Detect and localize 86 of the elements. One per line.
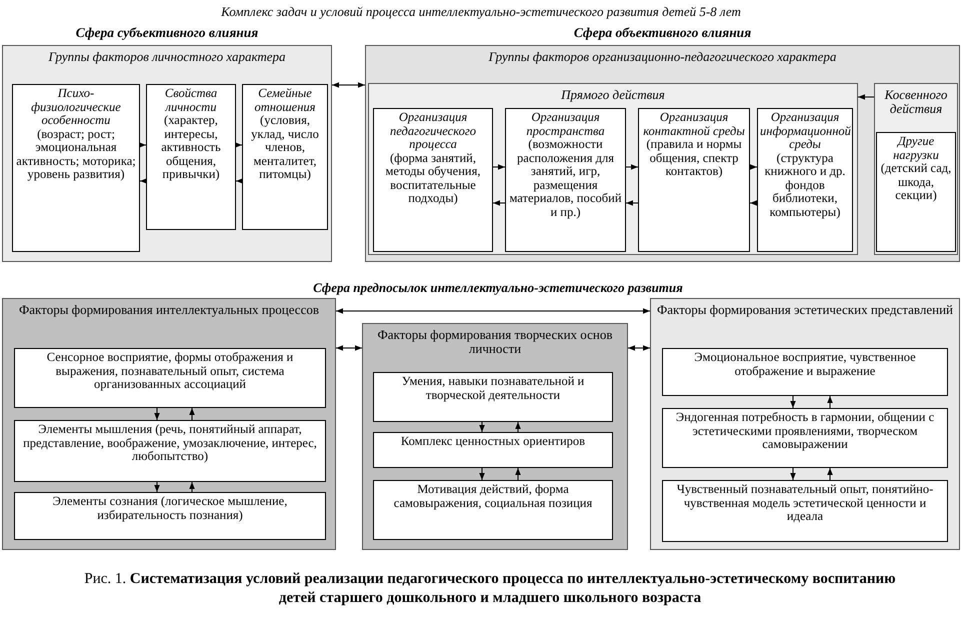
group-panel xyxy=(362,323,628,550)
box-heading: Организация пространства xyxy=(525,111,606,138)
factor-box xyxy=(14,420,326,482)
factor-box xyxy=(242,84,328,230)
arrow xyxy=(189,482,195,492)
factor-box xyxy=(662,480,948,542)
box-text: Чувственный познавательный опыт, понятийно-чувственная модель эстетической ценности и идеала xyxy=(676,483,934,524)
arrow xyxy=(827,396,833,408)
arrow xyxy=(626,164,638,170)
figure-caption: Рис. 1. Систематизация условий реализации педагогического процесса по интеллектуально-эстетическому воспитанию детей старшего дошкольного и младшего школьного возраста xyxy=(83,570,897,608)
group-title: Факторы формирования эстетических представлений xyxy=(656,301,954,317)
arrow xyxy=(790,396,796,408)
box-text: (возраст; рост; эмоциональная активность; моторика; уровень развития) xyxy=(15,128,137,182)
factor-box xyxy=(12,84,140,252)
arrow xyxy=(154,408,160,420)
box-heading: Семейные отношения xyxy=(254,87,316,114)
box-heading: Свойства личности xyxy=(164,87,218,114)
arrow xyxy=(827,468,833,480)
box-text: Элементы сознания (логическое мышление, избирательность познания) xyxy=(52,495,288,522)
box-text: Эндогенная потребность в гармонии, общении с эстетическими проявлениями, творческом самовыражении xyxy=(674,411,936,452)
sphere-heading: Сфера объективного влияния xyxy=(572,25,752,41)
group-title: Прямого действия xyxy=(560,86,666,102)
arrow xyxy=(189,408,195,420)
box-text: (форма занятий, методы обучения, воспитательные подходы) xyxy=(384,152,482,206)
factor-box xyxy=(757,108,853,252)
box-text: (условия, уклад, число членов, менталитет, питомцы) xyxy=(250,114,320,182)
arrow xyxy=(154,482,160,492)
arrow xyxy=(492,164,506,170)
group-panel xyxy=(874,83,958,255)
double-arrow xyxy=(336,345,362,351)
arrow xyxy=(626,200,638,206)
arrow xyxy=(140,178,147,184)
sphere-heading: Сфера субъективного влияния xyxy=(74,25,260,41)
box-heading: Другие нагрузки xyxy=(892,135,940,162)
factor-box xyxy=(662,348,948,396)
box-text: Элементы мышления (речь, понятийный аппарат, представление, воображение, умозаключение, интерес, любопытство) xyxy=(22,423,318,464)
factor-box xyxy=(373,480,613,540)
factor-box xyxy=(373,108,493,252)
box-heading: Психо-физиологические особенности xyxy=(30,87,122,128)
factor-box xyxy=(505,108,626,252)
box-text: Сенсорное восприятие, формы отображения и выражения, познавательный опыт, система организованных ассоциаций xyxy=(46,351,294,392)
box-text: (детский сад, шкода, секции) xyxy=(880,162,952,202)
arrow xyxy=(858,94,874,100)
box-text: Умения, навыки познавательной и творческой деятельности xyxy=(400,375,586,402)
double-arrow xyxy=(336,308,650,314)
factor-box xyxy=(373,372,613,422)
arrow xyxy=(492,200,506,206)
group-title: Группы факторов личностного характера xyxy=(47,48,287,64)
arrow xyxy=(479,422,485,432)
arrow xyxy=(479,468,485,480)
box-text: (возможности расположения для занятий, игр, размещения материалов, пособий и пр.) xyxy=(508,138,623,219)
arrow xyxy=(790,468,796,480)
double-arrow xyxy=(628,345,650,351)
box-text: Комплекс ценностных ориентиров xyxy=(400,435,586,448)
group-title: Группы факторов организационно-педагогического характера xyxy=(488,48,838,64)
arrow xyxy=(515,468,521,480)
box-heading: Организация информационной среды xyxy=(760,111,850,152)
arrow xyxy=(139,142,146,148)
box-heading: Организация педагогического процесса xyxy=(389,111,477,152)
arrow xyxy=(236,178,243,184)
factor-box xyxy=(146,84,236,230)
arrow xyxy=(235,142,242,148)
box-heading: Организация контактной среды xyxy=(642,111,746,138)
group-panel xyxy=(2,298,336,550)
group-title: Косвенного действия xyxy=(884,86,948,116)
factor-box xyxy=(14,492,326,540)
box-text: (правила и нормы общения, спектр контактов) xyxy=(645,138,742,178)
group-panel xyxy=(368,83,858,255)
arrow xyxy=(750,200,758,206)
double-arrow xyxy=(332,82,366,88)
group-title: Факторы формирования интеллектуальных процессов xyxy=(18,301,320,317)
box-text: Эмоциональное восприятие, чувственное отображение и выражение xyxy=(693,351,917,378)
arrow xyxy=(750,164,758,170)
arrow xyxy=(515,422,521,432)
diagram-title: Комплекс задач и условий процесса интеллектуально-эстетического развития детей 5-8 лет xyxy=(220,4,742,20)
factor-box xyxy=(638,108,750,252)
box-text: (структура книжного и др. фондов библиотеки, компьютеры) xyxy=(764,152,846,219)
factor-box xyxy=(14,348,326,408)
box-text: Мотивация действий, форма самовыражения, социальная позиция xyxy=(392,483,594,510)
group-title: Факторы формирования творческих основ личности xyxy=(376,326,614,356)
factor-box xyxy=(876,132,956,252)
section-heading: Сфера предпосылок интеллектуально-эстетического развития xyxy=(313,280,683,296)
group-panel xyxy=(650,298,960,550)
factor-box xyxy=(662,408,948,468)
factor-box xyxy=(373,432,613,468)
box-text: (характер, интересы, активность общения, привычки) xyxy=(160,114,222,182)
